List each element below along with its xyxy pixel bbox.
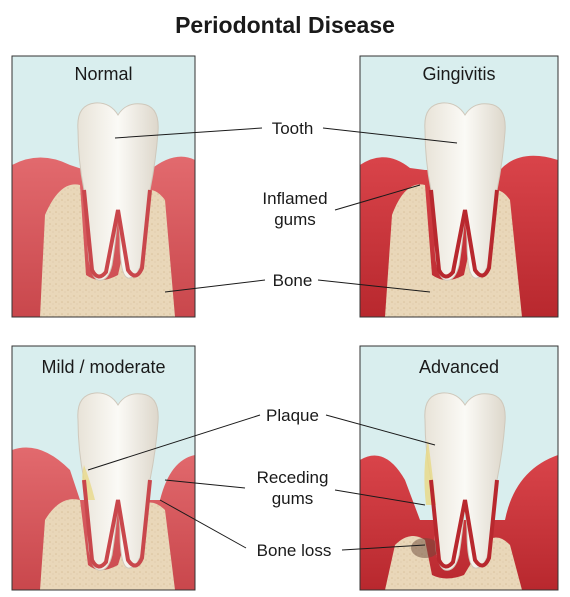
callout-inflamed-gums-line1: Inflamed xyxy=(245,188,345,209)
callout-plaque: Plaque xyxy=(250,405,335,426)
callout-receding-gums-line1: Receding xyxy=(240,467,345,488)
panel-label-advanced: Advanced xyxy=(360,357,558,378)
bone-loss-area xyxy=(411,538,439,558)
panel-gingivitis xyxy=(360,56,558,317)
panel-mild-moderate xyxy=(12,346,195,590)
panel-label-gingivitis: Gingivitis xyxy=(360,64,558,85)
panel-normal xyxy=(12,56,195,317)
callout-receding-gums: Receding gums xyxy=(240,467,345,509)
callout-receding-gums-line2: gums xyxy=(240,488,345,509)
callout-bone-loss: Bone loss xyxy=(244,540,344,561)
callout-tooth: Tooth xyxy=(255,118,330,139)
callout-inflamed-gums: Inflamed gums xyxy=(245,188,345,230)
panel-label-mild-moderate: Mild / moderate xyxy=(12,357,195,378)
callout-inflamed-gums-line2: gums xyxy=(245,209,345,230)
callout-bone: Bone xyxy=(255,270,330,291)
panel-advanced xyxy=(360,346,558,590)
panel-label-normal: Normal xyxy=(12,64,195,85)
